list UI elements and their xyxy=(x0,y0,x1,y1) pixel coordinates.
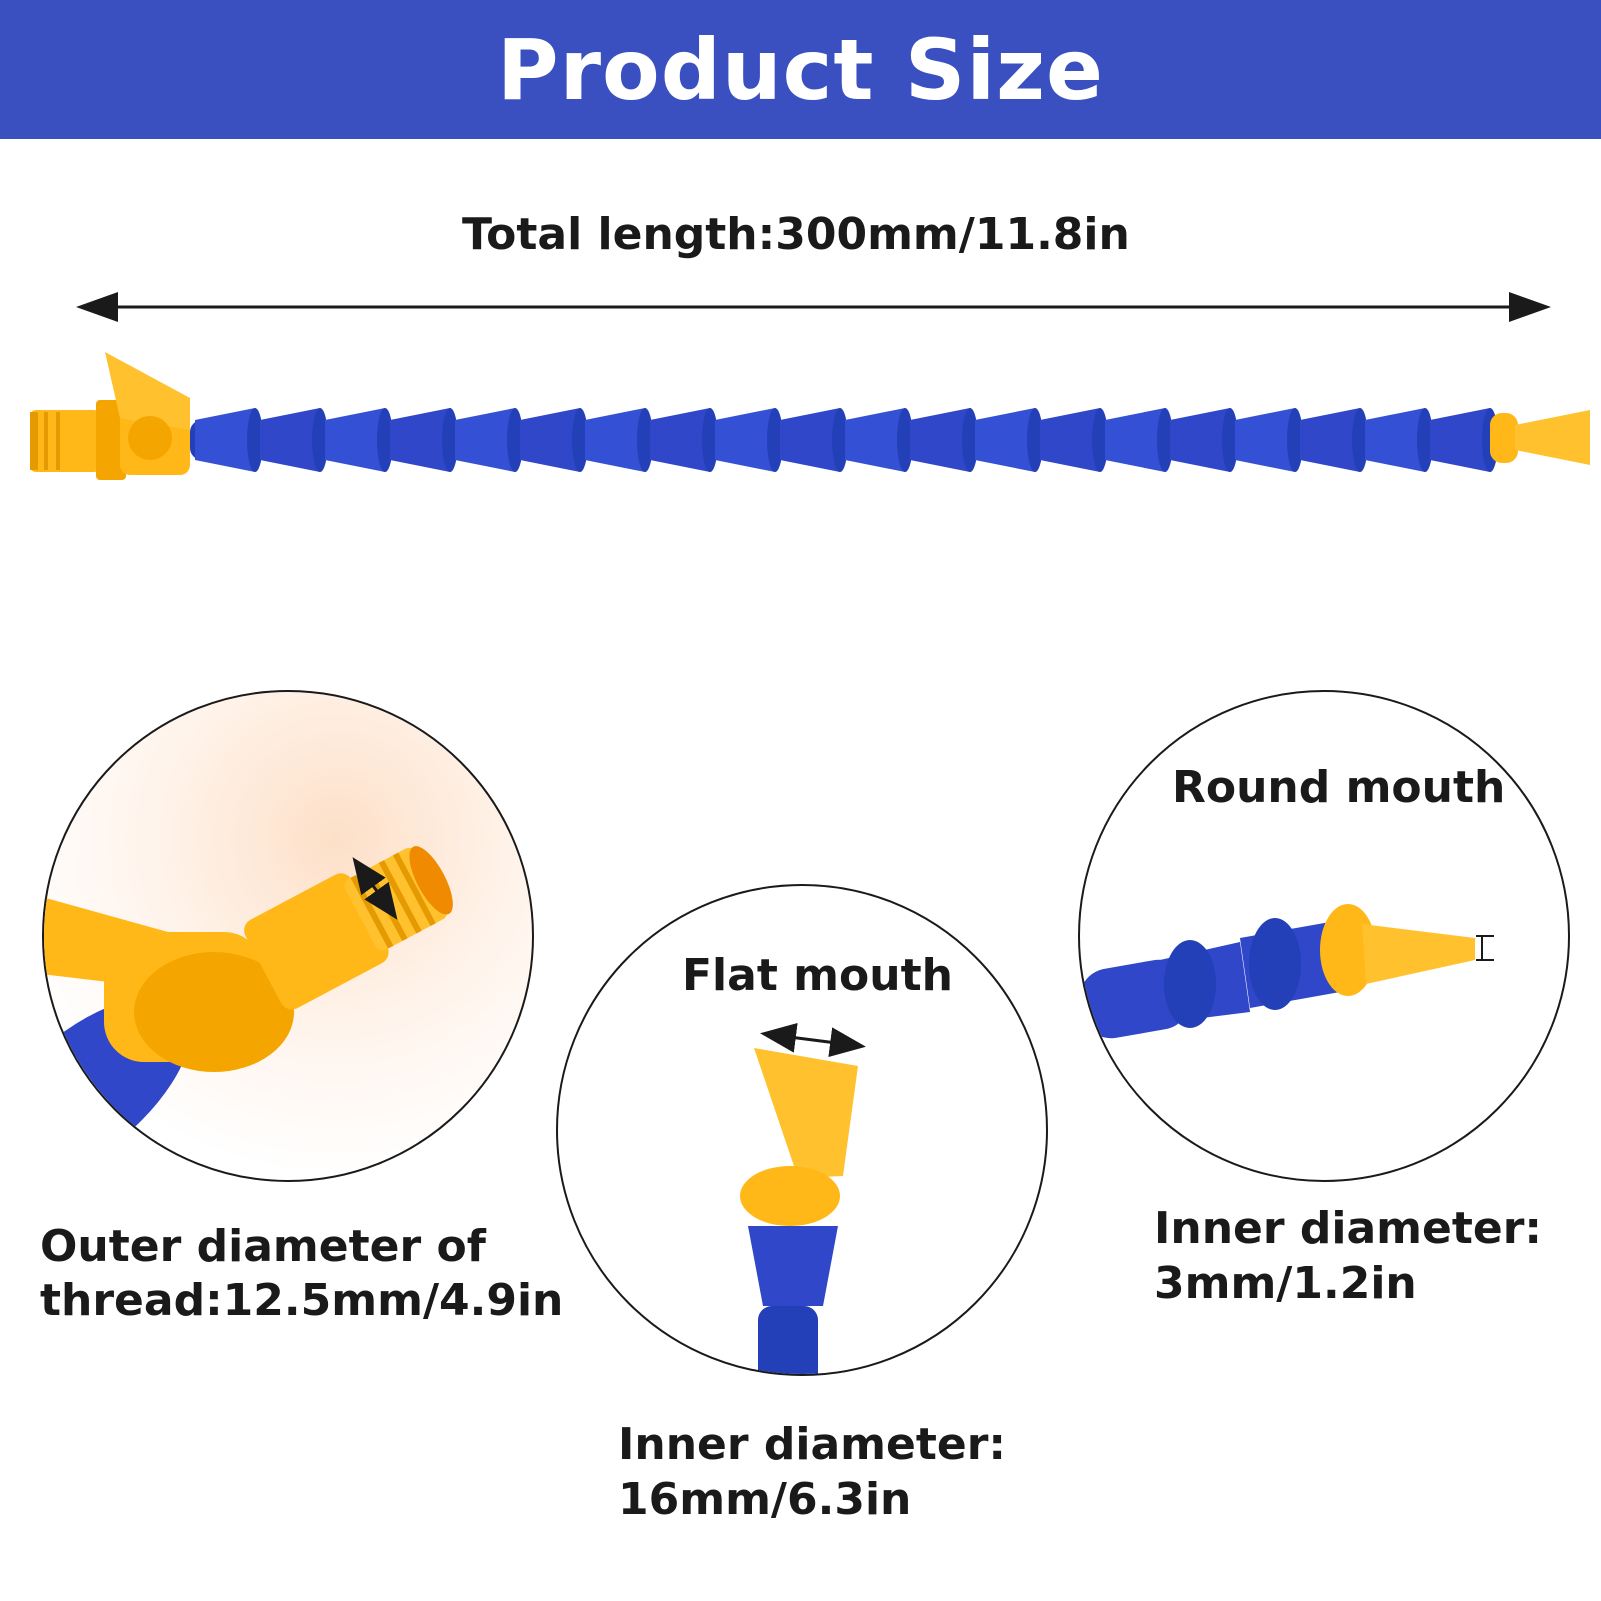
round-mouth-label-line2: 3mm/1.2in xyxy=(1154,1258,1417,1309)
hose-segment-joint xyxy=(377,408,393,472)
hose-segment xyxy=(195,408,255,472)
hose-segment xyxy=(260,408,320,472)
hose-segment xyxy=(390,408,450,472)
hose-segment-joint xyxy=(1222,408,1238,472)
hose-segment xyxy=(1430,408,1490,472)
hose-segment-joint xyxy=(962,408,978,472)
flat-mouth-title: Flat mouth xyxy=(682,950,953,1001)
flat-nozzle-image xyxy=(740,1022,866,1374)
hose-segment-joint xyxy=(1092,408,1108,472)
flat-mouth-label-line1: Inner diameter: xyxy=(618,1419,1007,1470)
hose-segment-joint xyxy=(1287,408,1303,472)
hose-segment-joint xyxy=(442,408,458,472)
thread-closeup-image xyxy=(44,846,453,1180)
hose-segment xyxy=(325,408,385,472)
hose-segment xyxy=(455,408,515,472)
page-title: Product Size xyxy=(497,20,1104,119)
hose-segment xyxy=(585,408,645,472)
hose-assembly xyxy=(30,352,1590,480)
hose-segment-joint xyxy=(637,408,653,472)
round-mouth-label-line1: Inner diameter: xyxy=(1154,1203,1543,1254)
hose-segment xyxy=(715,408,775,472)
hose-segment xyxy=(1235,408,1295,472)
hose-segment xyxy=(650,408,710,472)
flat-mouth-detail-circle: Flat mouth xyxy=(556,884,1048,1376)
hose-segment-joint xyxy=(1157,408,1173,472)
hose-segment-joint xyxy=(247,408,263,472)
thread-detail-circle xyxy=(42,690,534,1182)
hose-segment xyxy=(1040,408,1100,472)
hose-segment xyxy=(1105,408,1165,472)
hose-segment-joint xyxy=(1027,408,1043,472)
hose-segment-joint xyxy=(507,408,523,472)
round-nozzle-image xyxy=(1080,904,1494,1039)
hose-segment-joint xyxy=(312,408,328,472)
thread-label-line1: Outer diameter of xyxy=(40,1221,486,1272)
hose-segment-joint xyxy=(767,408,783,472)
hose-segment xyxy=(845,408,905,472)
hose-segment xyxy=(780,408,840,472)
header-banner: Product Size xyxy=(0,0,1601,139)
hose-segment-joint xyxy=(1352,408,1368,472)
round-mouth-title: Round mouth xyxy=(1172,762,1506,813)
hose-segment-joint xyxy=(1417,408,1433,472)
hose-segment xyxy=(1365,408,1425,472)
hose-segment xyxy=(520,408,580,472)
total-length-label: Total length:300mm/11.8in xyxy=(462,209,1130,260)
hose-segment-joint xyxy=(572,408,588,472)
round-mouth-detail-circle: Round mouth xyxy=(1078,690,1570,1182)
thread-label-line2: thread:12.5mm/4.9in xyxy=(40,1275,564,1326)
hose-segment-joint xyxy=(832,408,848,472)
hose-segment xyxy=(1170,408,1230,472)
hose-segment xyxy=(975,408,1035,472)
hose-segment xyxy=(910,408,970,472)
hose-segment-joint xyxy=(702,408,718,472)
hose-segment xyxy=(1300,408,1360,472)
hose-segment-joint xyxy=(897,408,913,472)
flat-mouth-label-line2: 16mm/6.3in xyxy=(618,1474,912,1525)
